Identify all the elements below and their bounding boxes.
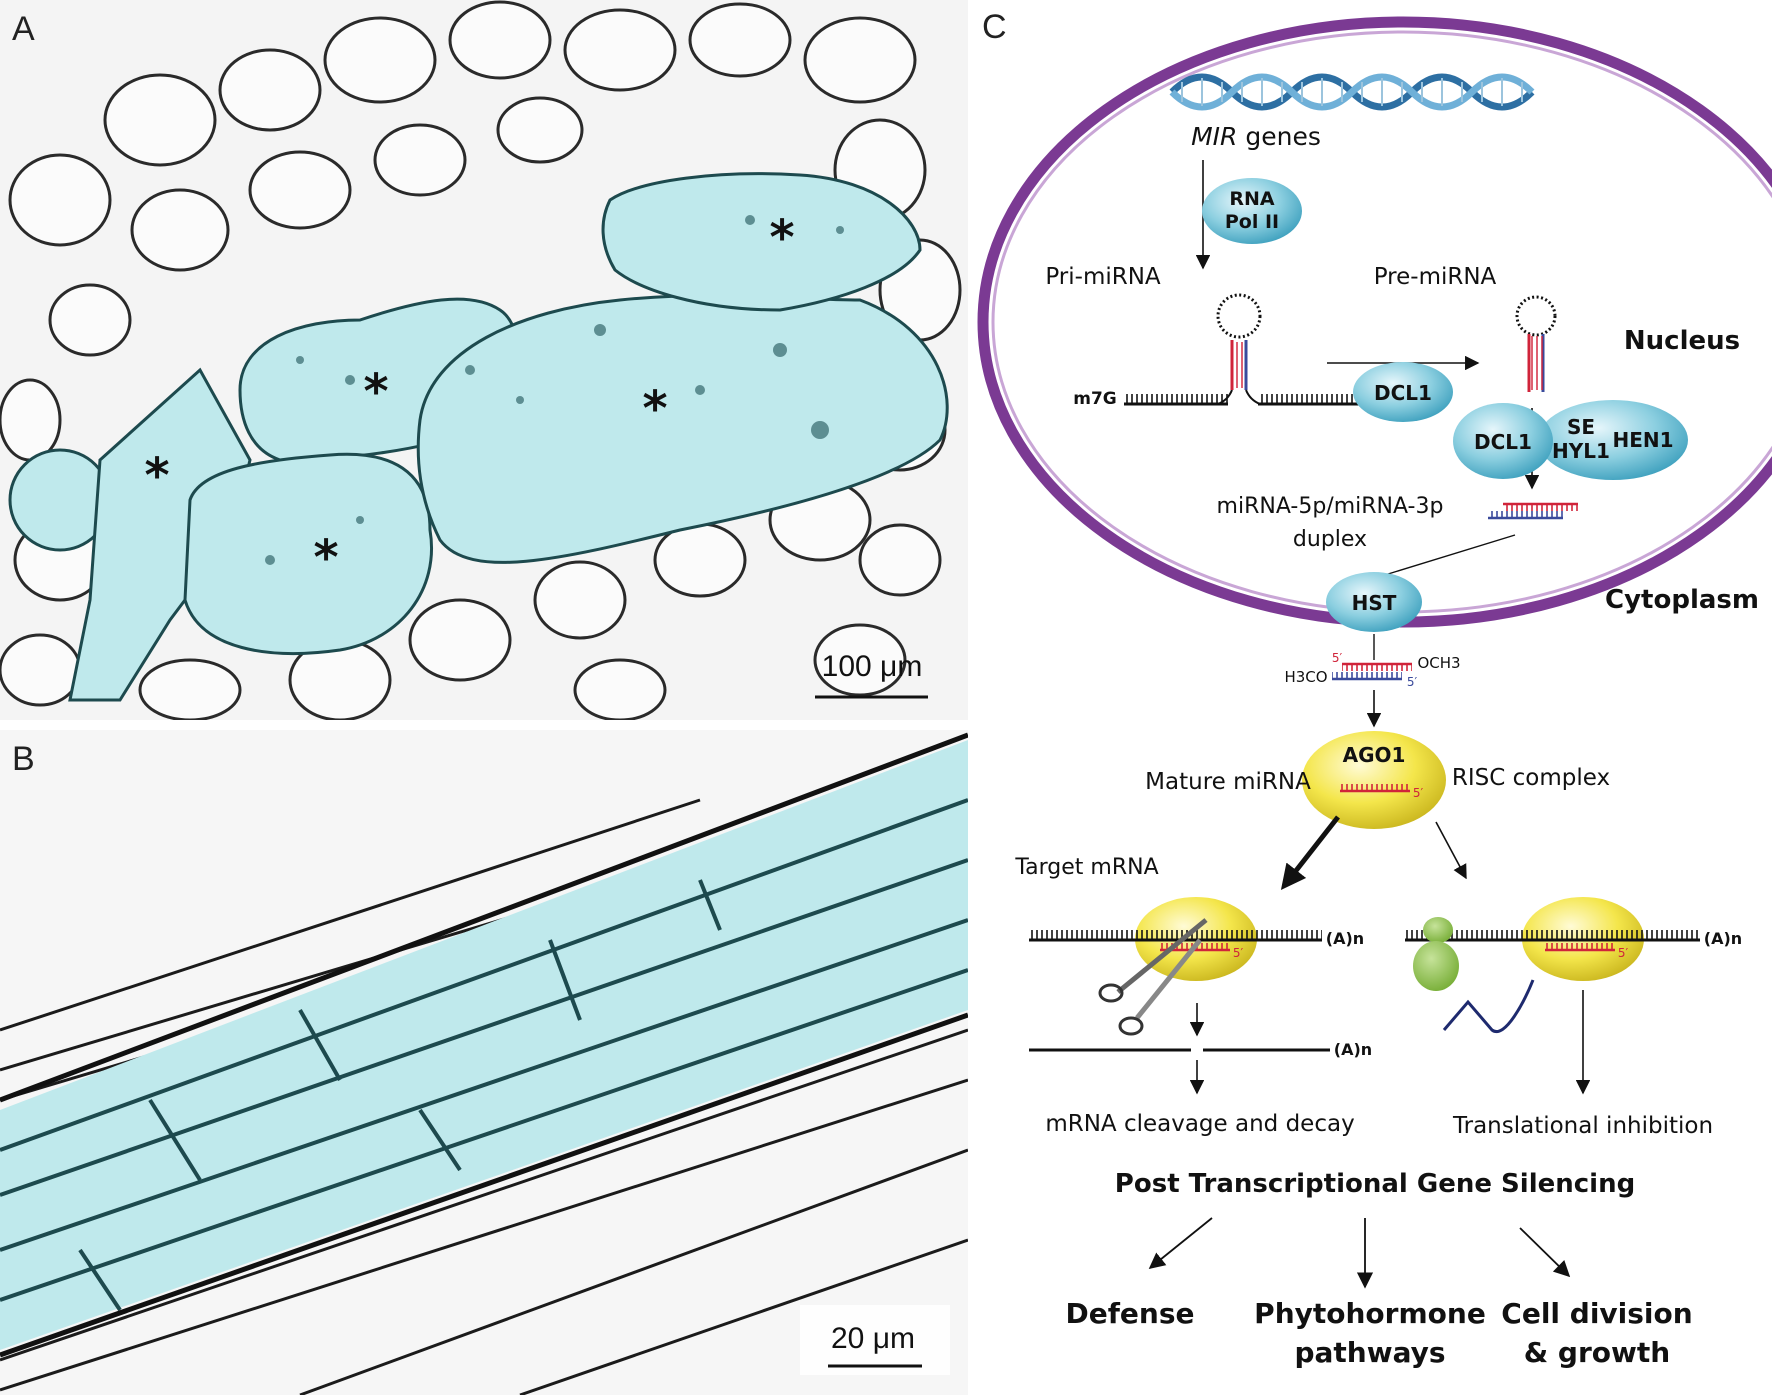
cell-division-line1: Cell division: [1501, 1297, 1692, 1330]
panel-a: * * * * * A 100 μm: [0, 0, 968, 720]
se-label: SE: [1567, 415, 1595, 439]
panel-a-letter: A: [12, 10, 35, 48]
panel-a-giant-cells: [8, 172, 949, 702]
och3-label: OCH3: [1417, 654, 1460, 672]
pre-mirna-label: Pre-miRNA: [1374, 264, 1497, 290]
mir-genes-rest: genes: [1237, 122, 1320, 151]
defense-label: Defense: [1066, 1297, 1195, 1330]
duplex-to-hst-line: [1374, 534, 1516, 579]
arrow-to-defense: [1148, 1217, 1213, 1270]
ago1-protein: [1302, 731, 1446, 829]
arrow-to-translation: [1435, 821, 1467, 880]
hst-protein: [1326, 572, 1422, 632]
duplex-label-line2: duplex: [1293, 527, 1367, 552]
panel-b-upper-edge: [0, 732, 968, 1103]
asterisk-4: *: [642, 381, 667, 437]
nucleus-label: Nucleus: [1624, 326, 1740, 356]
asterisk-1: *: [144, 448, 169, 504]
dcl1-label: DCL1: [1374, 381, 1432, 405]
pri-mirna-label: Pri-miRNA: [1045, 264, 1161, 290]
panel-c-letter: C: [982, 8, 1007, 46]
rna-pol-line1: RNA: [1229, 188, 1275, 210]
ptgs-label: Post Transcriptional Gene Silencing: [1115, 1169, 1635, 1199]
panel-a-scalebar-label: 100 μm: [822, 650, 923, 683]
m7g-label: m7G: [1073, 389, 1117, 409]
nascent-peptide-icon: [1442, 979, 1535, 1034]
duplex-5prime-bottom: 5′: [1407, 675, 1418, 689]
panel-a-asterisks: * * * * *: [144, 210, 794, 586]
cytoplasm-label: Cytoplasm: [1605, 585, 1759, 615]
cleavage-polya-label: (A)n: [1326, 929, 1364, 948]
pri-mirna-hairpin: [1124, 293, 1360, 406]
methylated-duplex: [1332, 662, 1412, 681]
asterisk-3: *: [363, 364, 388, 420]
scissors-icon: [1098, 918, 1208, 1036]
panel-b-letter: B: [12, 740, 35, 778]
mature-mirna-label: Mature miRNA: [1145, 769, 1311, 795]
hst-label: HST: [1352, 591, 1397, 615]
rna-pol-line2: Pol II: [1225, 211, 1279, 233]
panel-b-tissue: [0, 740, 968, 1350]
dcl1-complex-label: DCL1: [1474, 430, 1532, 454]
nucleus-membrane-inner: [991, 30, 1772, 614]
panel-b-scalebar-backdrop: [800, 1305, 950, 1375]
se-hyl1-hen1-complex: [1538, 400, 1688, 480]
cleavage-5prime: 5′: [1233, 946, 1244, 960]
ago1-mirna-strand: [1340, 784, 1410, 793]
translation-polya-label: (A)n: [1704, 929, 1742, 948]
ago1-5prime: 5′: [1413, 786, 1424, 800]
duplex-5prime-top: 5′: [1332, 651, 1343, 665]
asterisk-2: *: [313, 530, 338, 586]
nuclear-duplex: [1488, 502, 1578, 520]
hen1-label: HEN1: [1612, 428, 1673, 452]
risc-complex-label: RISC complex: [1452, 765, 1610, 791]
nucleus-membrane: [977, 16, 1772, 628]
mir-genes-italic: MIR: [1191, 122, 1237, 151]
duplex-label-line1: miRNA-5p/miRNA-3p: [1217, 494, 1444, 519]
pre-mirna-hairpin: [1515, 295, 1557, 392]
arrow-to-cell-division: [1519, 1227, 1571, 1278]
panel-a-cell-walls: [0, 0, 962, 720]
phytohormone-line2: pathways: [1294, 1336, 1445, 1369]
translation-5prime: 5′: [1618, 946, 1629, 960]
h3co-label: H3CO: [1284, 668, 1327, 686]
ribosome-icon: [1413, 917, 1459, 991]
asterisk-5: *: [769, 210, 794, 266]
cleavage-decay-label: mRNA cleavage and decay: [1045, 1111, 1354, 1137]
dcl1-complex-protein: [1453, 403, 1553, 479]
dna-helix-icon: [1169, 73, 1535, 111]
panel-b: B 20 μm: [0, 730, 968, 1395]
dcl1-protein: [1353, 362, 1453, 422]
cell-division-line2: & growth: [1524, 1336, 1670, 1369]
phytohormone-line1: Phytohormone: [1254, 1297, 1486, 1330]
mir-genes-label: MIR genes: [1191, 122, 1321, 151]
panel-c: C Nucleus Cytoplasm MIR genes RNA Pol II…: [977, 8, 1772, 1369]
translational-inhibition-label: Translational inhibition: [1452, 1113, 1713, 1139]
target-mrna-label: Target mRNA: [1014, 855, 1158, 880]
rna-pol-ii-protein: [1202, 178, 1302, 244]
panel-b-scalebar-label: 20 μm: [831, 1322, 915, 1355]
translation-mrna-strand: [1405, 930, 1700, 952]
panel-b-lower-edge: [0, 1012, 968, 1358]
hyl1-label: HYL1: [1552, 439, 1610, 463]
arrow-to-cleavage: [1280, 815, 1340, 890]
panel-a-spots: [265, 215, 844, 565]
panel-b-cell-walls: [0, 798, 968, 1312]
ago1-label: AGO1: [1343, 743, 1406, 767]
cleaved-polya-label: (A)n: [1334, 1040, 1372, 1059]
